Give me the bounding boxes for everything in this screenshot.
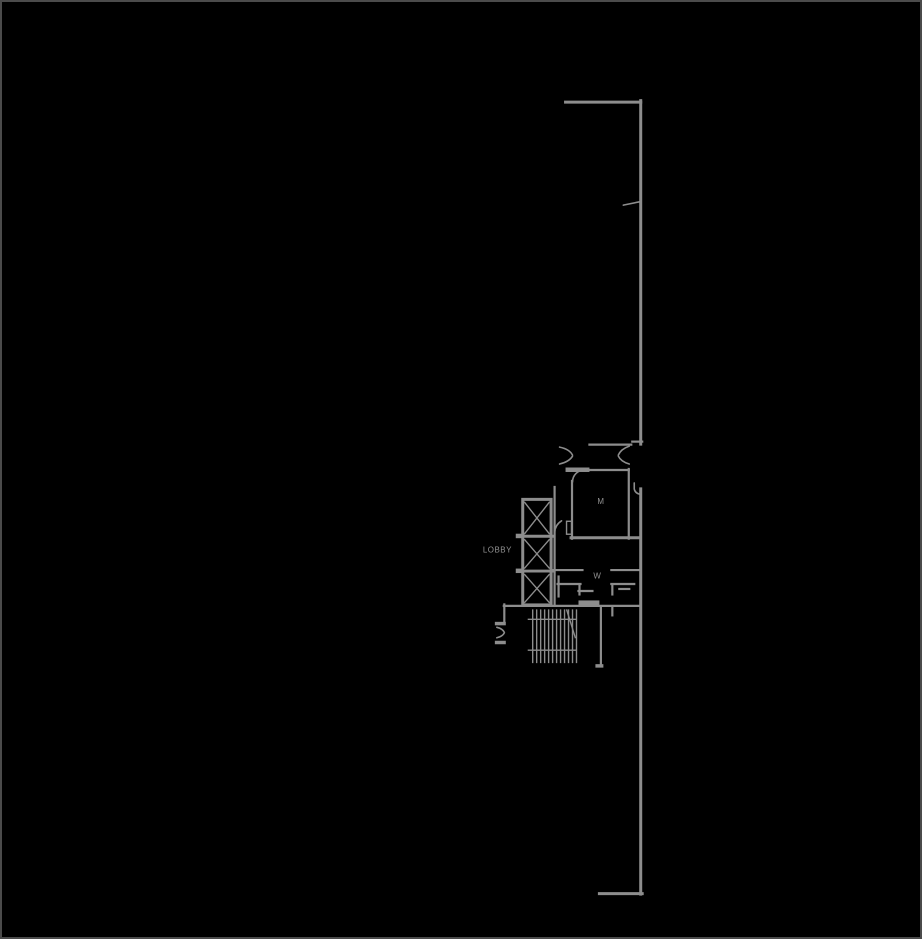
stair-door-jamb-bottom	[494, 640, 506, 645]
mens-door-swing	[571, 469, 586, 483]
stair-door-jamb-top	[494, 621, 506, 626]
elevator-shaft-1-x	[523, 501, 551, 535]
building-outline	[564, 99, 644, 896]
stair-door-swing-lower	[496, 631, 506, 639]
door-swing-right-lower	[617, 455, 631, 465]
door-swing-right-upper	[617, 445, 631, 456]
stair-door-swing-upper	[496, 626, 506, 634]
womens-restroom: W	[552, 568, 642, 598]
corridor-and-stairs	[494, 600, 642, 668]
elevator-bank	[515, 485, 563, 607]
elevator-shaft-dividers	[519, 534, 554, 573]
mens-room-label: M	[597, 497, 604, 506]
mens-door-jamb	[565, 520, 573, 535]
stair-break-line	[565, 609, 577, 639]
vestibule-entry	[558, 440, 644, 472]
elevator-jamb-tick-2	[515, 568, 523, 574]
stairwell-wall-foot	[595, 664, 604, 668]
door-swing-left-upper	[558, 446, 574, 456]
mens-corner-door-swing	[633, 482, 643, 496]
mens-restroom: M	[565, 467, 643, 540]
stair-treads	[531, 609, 578, 664]
wall-door-leaf	[622, 200, 642, 206]
elevator-shaft-2-x	[523, 538, 551, 570]
vestibule-thick-wall	[565, 467, 590, 472]
elevator-shaft-3-x	[523, 573, 551, 604]
elevator-jamb-tick-1	[515, 533, 523, 539]
womens-room-label: W	[593, 572, 601, 581]
door-threshold	[578, 600, 600, 606]
lobby-door-swing	[553, 519, 563, 534]
lobby-label: LOBBY	[483, 546, 512, 555]
door-swing-left-lower	[558, 455, 574, 465]
